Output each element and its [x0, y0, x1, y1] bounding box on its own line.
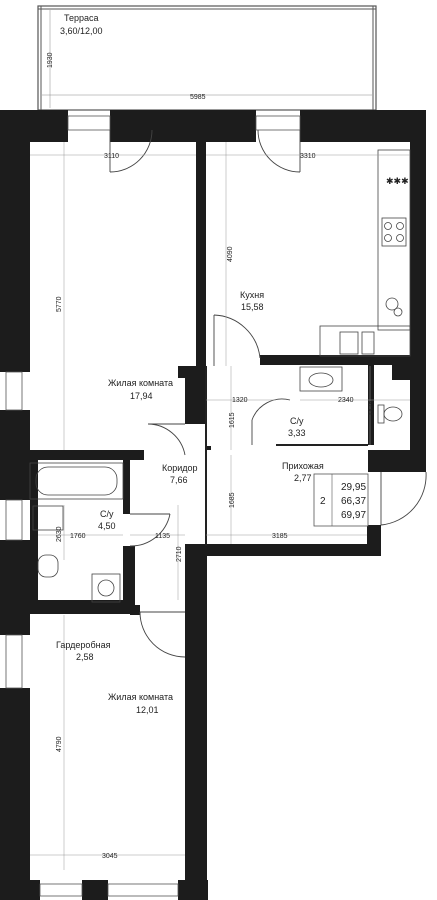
- room-bath2-area: 4,50: [98, 521, 116, 531]
- area-summary: 2 29,95 66,37 69,97: [313, 473, 369, 527]
- dim-2630: 2630: [56, 526, 63, 542]
- washing-machine-icon: [91, 573, 121, 603]
- windows: [5, 115, 301, 897]
- total-area-with-terrace: 69,97: [341, 510, 366, 521]
- window-bottom-1: [39, 883, 83, 897]
- room-corridor-area: 7,66: [170, 475, 188, 485]
- terrace: Терраса 3,60/12,00 1930 5985: [37, 5, 377, 111]
- walls: [0, 110, 426, 900]
- inner-lines: [205, 366, 368, 546]
- dim-terrace-depth: 1930: [47, 52, 54, 68]
- window-left-1: [5, 371, 23, 411]
- dim-1475: 1475: [368, 400, 375, 416]
- dim-3185: 3185: [272, 533, 288, 540]
- room-hall-name: Прихожая: [282, 461, 324, 471]
- toilet-icon: [377, 404, 385, 424]
- kitchen-counter: [319, 149, 411, 357]
- bath2-fixtures: [29, 462, 124, 603]
- toilet2-icon: [37, 554, 59, 578]
- room-bath2-name: С/у: [100, 509, 114, 519]
- svg-text:✱✱✱: ✱✱✱: [386, 176, 409, 186]
- fridge-icon: ✱✱✱: [386, 176, 409, 186]
- washbasin2-icon: [32, 505, 64, 531]
- window-top-right: [255, 115, 301, 131]
- room-living1-name: Жилая комната: [108, 378, 173, 388]
- room-kitchen-name: Кухня: [240, 290, 264, 300]
- dim-2340: 2340: [338, 397, 354, 404]
- room-bath1-area: 3,33: [288, 428, 306, 438]
- dim-kitchen-width: 3310: [300, 153, 316, 160]
- dim-living1-width: 3110: [104, 153, 119, 160]
- dim-1320: 1320: [232, 397, 248, 404]
- sink-icon: [385, 297, 399, 311]
- room-wardrobe-name: Гардеробная: [56, 640, 111, 650]
- room-kitchen-area: 15,58: [241, 302, 264, 312]
- room-corridor-name: Коридор: [162, 463, 198, 473]
- window-bottom-2: [107, 883, 179, 897]
- dim-4790: 4790: [56, 736, 63, 752]
- room-wardrobe-area: 2,58: [76, 652, 94, 662]
- dim-2710: 2710: [176, 546, 183, 562]
- room-living1-area: 17,94: [130, 391, 153, 401]
- living-area: 29,95: [341, 482, 366, 493]
- room-bath1-name: С/у: [290, 416, 304, 426]
- bathtub-icon: [29, 462, 124, 500]
- dimension-lines: [30, 142, 410, 870]
- dim-living1-depth: 5770: [56, 296, 63, 312]
- washbasin-icon: [299, 366, 343, 392]
- stove-icon: [381, 217, 407, 247]
- terrace-name: Терраса: [64, 13, 99, 23]
- room-labels: Жилая комната 17,94 Кухня 15,58 С/у 3,33…: [56, 290, 324, 715]
- room-hall-area: 2,77: [294, 473, 312, 483]
- doors: [109, 129, 427, 658]
- window-left-2: [5, 499, 23, 541]
- room-living2-name: Жилая комната: [108, 692, 173, 702]
- dim-3045: 3045: [102, 853, 118, 860]
- dim-1760: 1760: [70, 533, 86, 540]
- window-left-3: [5, 634, 23, 689]
- dim-1615: 1615: [229, 412, 236, 428]
- dim-1685: 1685: [229, 492, 236, 508]
- total-area: 66,37: [341, 496, 366, 507]
- dimension-labels: 3110 3310 4090 5770 1320 2340 1615 1475 …: [56, 153, 375, 860]
- window-top-left: [67, 115, 111, 131]
- bath1-fixtures: [299, 366, 403, 424]
- terrace-size: 3,60/12,00: [60, 26, 103, 36]
- dim-1135: 1135: [155, 533, 170, 540]
- rooms-count: 2: [320, 496, 326, 507]
- dim-terrace-width: 5985: [190, 94, 206, 101]
- dim-kitchen-depth: 4090: [227, 246, 234, 262]
- room-living2-area: 12,01: [136, 705, 159, 715]
